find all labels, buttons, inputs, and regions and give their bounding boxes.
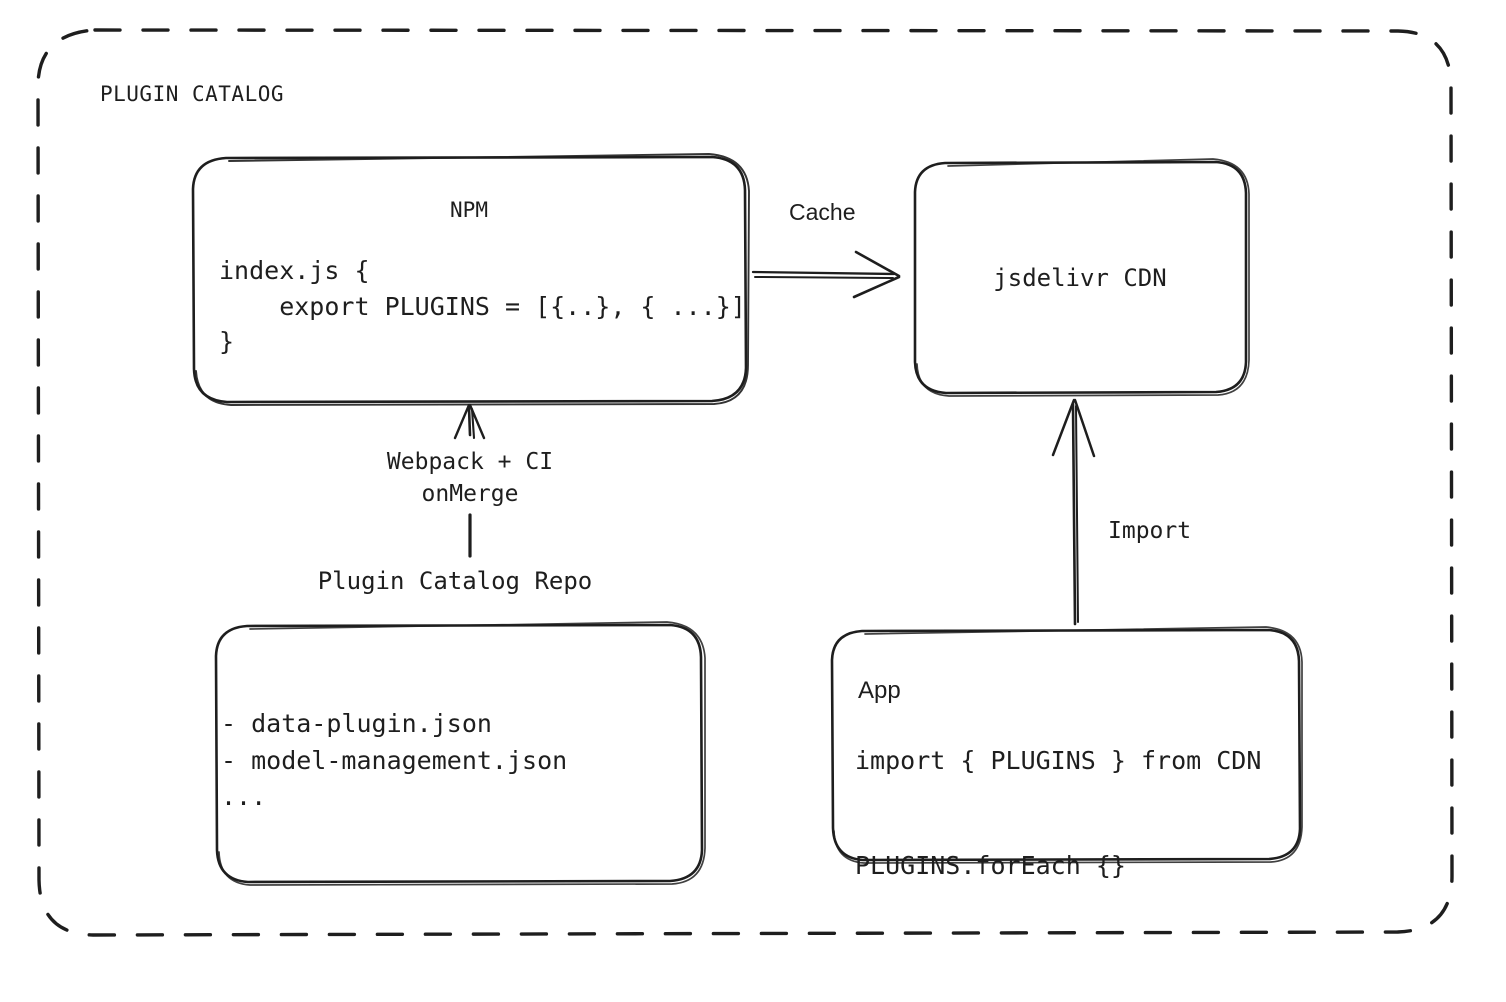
cdn-box-title: jsdelivr CDN — [993, 264, 1167, 292]
import-arrow — [1051, 398, 1096, 626]
repo-box-caption: Plugin Catalog Repo — [317, 567, 593, 595]
container-title: PLUGIN CATALOG — [100, 82, 285, 106]
npm-box-code: index.js { export PLUGINS = [{..}, { ...… — [219, 256, 746, 356]
import-edge-label: Import — [1108, 518, 1192, 544]
npm-box-title: NPM — [450, 198, 488, 222]
cache-arrow — [751, 250, 901, 299]
build-edge-label: Webpack + CI onMerge — [386, 449, 554, 508]
app-box-code: import { PLUGINS } from CDN PLUGINS.forE… — [855, 746, 1262, 880]
cache-edge-label: Cache — [789, 199, 856, 225]
repo-box-items: - data-plugin.json - model-management.js… — [221, 709, 568, 811]
app-box-title: App — [858, 677, 901, 704]
